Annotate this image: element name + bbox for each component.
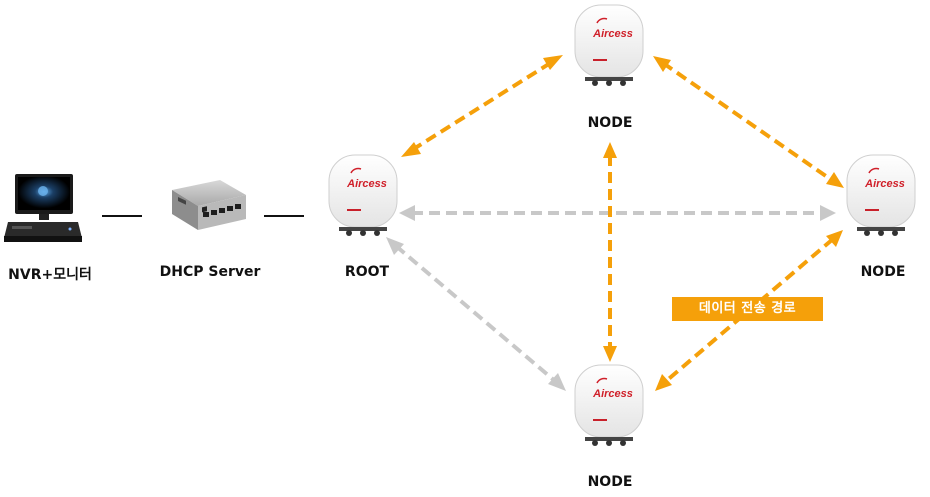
node-top-label: NODE <box>587 115 633 131</box>
data-path-legend: 데이터 전송 경로 <box>672 297 823 321</box>
node-bottom-label: NODE <box>587 474 633 490</box>
dhcp-label: DHCP Server <box>159 264 261 280</box>
ap-node-right-icon: Aircess <box>846 154 916 236</box>
svg-text:Aircess: Aircess <box>864 178 905 190</box>
ap-root-icon: Aircess <box>328 154 398 236</box>
ap-node-bottom-icon: Aircess <box>574 364 644 446</box>
gray-link-root-bottom <box>386 237 566 391</box>
svg-text:Aircess: Aircess <box>592 388 633 400</box>
svg-text:Aircess: Aircess <box>592 28 633 40</box>
data-path-root-top <box>401 55 563 157</box>
dhcp-server-icon <box>172 180 246 230</box>
gray-link-root-right <box>399 205 836 221</box>
nvr-label: NVR+모니터 <box>8 267 92 283</box>
root-label: ROOT <box>344 264 390 280</box>
nvr-monitor-icon <box>4 174 82 242</box>
node-right-label: NODE <box>860 264 906 280</box>
svg-text:Aircess: Aircess <box>346 178 387 190</box>
ap-node-top-icon: Aircess <box>574 4 644 86</box>
data-path-top-right <box>653 56 844 188</box>
data-path-top-bottom <box>603 142 617 362</box>
